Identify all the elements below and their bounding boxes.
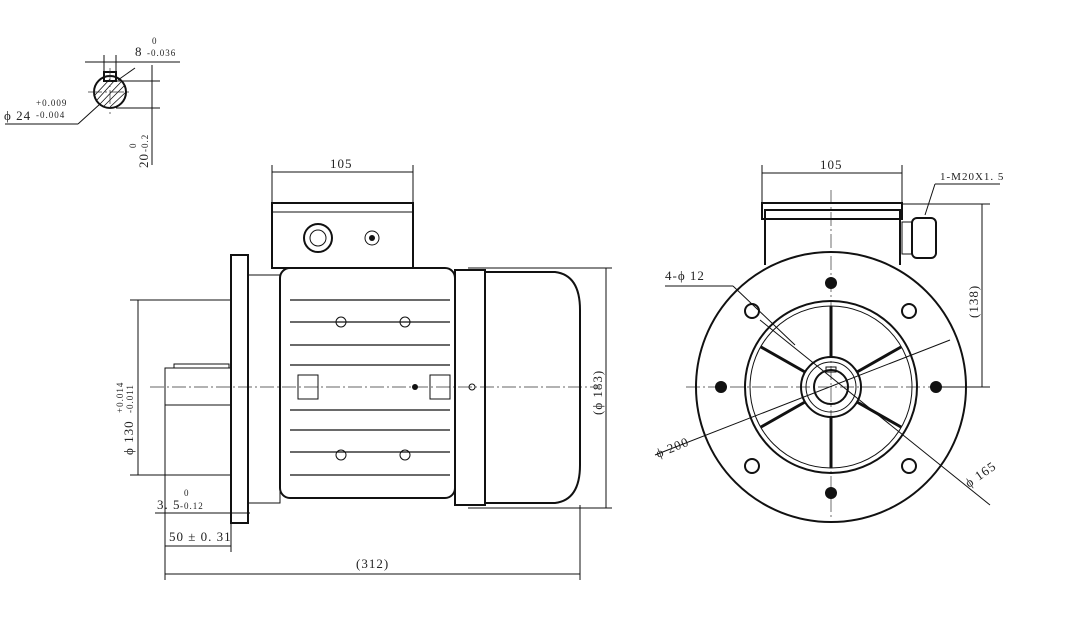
overall-length-label: (312) <box>356 556 389 571</box>
shaft-dia-tol-lower: -0.004 <box>36 110 65 120</box>
spigot-dia-label: ϕ 130 <box>121 420 136 455</box>
key-height-tol-upper: 0 <box>128 143 138 149</box>
key-width-tol-upper: 0 <box>152 36 158 46</box>
key-height-tol-lower: -0.2 <box>140 134 150 152</box>
cable-gland-label: 1-M20X1. 5 <box>940 171 1004 183</box>
shaft-length-label: 50 ± 0. 31 <box>169 529 232 544</box>
shaft-dia-tol-upper: +0.009 <box>36 98 67 108</box>
key-width-tol-lower: -0.036 <box>147 48 176 58</box>
side-box-width: 105 <box>330 156 353 171</box>
spigot-depth-label: 3. 5 <box>157 497 181 512</box>
side-view: 105 ϕ 130 +0.014 -0.011 3. 5 0 -0.12 50 … <box>115 156 612 580</box>
pcd-label: ϕ 165 <box>962 458 999 490</box>
front-box-width: 105 <box>820 157 843 172</box>
spigot-depth-tol-lower: -0.12 <box>180 501 204 511</box>
holes-label: 4-ϕ 12 <box>665 268 705 283</box>
spigot-tol-upper: +0.014 <box>115 382 125 413</box>
spigot-tol-lower: -0.011 <box>125 384 135 413</box>
spigot-depth-tol-upper: 0 <box>184 488 190 498</box>
height-label: (138) <box>966 285 981 318</box>
shaft-section: 8 0 -0.036 ϕ 24 +0.009 -0.004 20 0 -0.2 <box>4 36 180 168</box>
body-dia-label: (ϕ 183) <box>590 370 605 415</box>
shaft-dia-label: ϕ 24 <box>4 108 31 123</box>
flange-dia-label: ϕ 200 <box>654 434 692 461</box>
front-view: 105 1-M20X1. 5 4-ϕ 12 ϕ 200 ϕ 165 (138) <box>654 157 1004 523</box>
key-height-label: 20 <box>136 153 151 168</box>
key-width-label: 8 <box>135 44 143 59</box>
